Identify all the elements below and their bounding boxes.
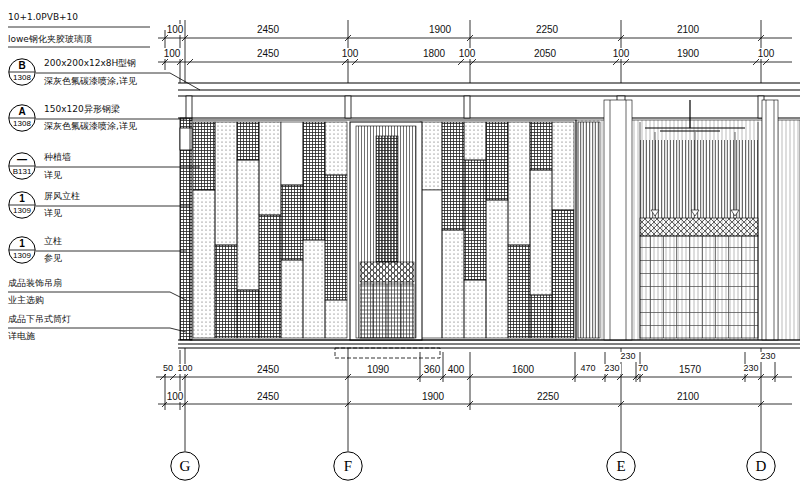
detail-callout: 1 1309 [8,191,36,219]
annotation-note: 详见 [44,209,62,219]
annotation-note: 深灰色氟碳漆喷涂,详见 [44,77,137,87]
annotation-note: 参见 [44,254,62,264]
axis-label: G [180,459,191,474]
callout-letter: 1 [19,239,25,249]
grid-axis-bubble: F [333,451,363,481]
axis-label: F [344,459,352,474]
sheet-number: 1308 [13,120,31,128]
dimension-text: 230 [759,352,776,362]
dimension-text: 1570 [678,364,702,375]
detail-callout: A 1308 [8,104,36,132]
dimension-text: 2100 [676,24,700,35]
dimension-text: 70 [637,364,649,374]
dimension-text: 1600 [511,364,535,375]
dimension-text: 100 [341,48,360,59]
annotation-note: 详见 [44,171,62,181]
dimension-text: 1900 [676,48,700,59]
callout-letter: 1 [19,194,25,204]
detail-callout: — B131 [8,152,36,180]
annotation-note: 成品下吊式筒灯 [8,315,71,325]
dimension-text: 100 [458,48,477,59]
annotation-note: 10+1.0PVB+10 [8,13,78,23]
dimension-text: 2100 [676,391,700,402]
dimension-text: 2250 [536,391,560,402]
axis-label: E [616,459,625,474]
dimension-text: 100 [176,364,193,374]
sheet-number: 1309 [13,252,31,260]
sheet-number: 1309 [13,207,31,215]
annotation-note: 详电施 [8,332,35,342]
dimension-text: 1900 [428,24,452,35]
annotation-note: 成品装饰吊扇 [8,279,62,289]
detail-callout: 1 1309 [8,236,36,264]
dimension-text: 100 [612,48,631,59]
dimension-text: 230 [619,352,636,362]
callout-letter: — [17,155,27,165]
callout-letter: A [18,107,25,117]
annotation-note: 屏风立柱 [44,192,80,202]
dimension-text: 470 [579,364,596,374]
dimension-text: 100 [163,48,182,59]
annotation-note: 200x200x12x8H型钢 [44,59,136,69]
dimension-text: 400 [447,364,466,375]
grid-axis-bubble: E [606,451,636,481]
grid-axis-bubble: D [746,451,776,481]
annotation-note: 150x120异形钢梁 [44,105,120,115]
annotation-note: 深灰色氟碳漆喷涂,详见 [44,122,137,132]
annotation-note: lowe钢化夹胶玻璃顶 [8,35,92,45]
detail-callout: B 1308 [8,58,36,86]
grid-axis-bubble: G [170,451,200,481]
dimension-text: 1900 [421,391,445,402]
callout-letter: B [18,61,25,71]
dimension-text: 1090 [366,364,390,375]
annotation-note: 种植墙 [44,153,71,163]
dimension-text: 100 [166,391,185,402]
sheet-number: 1308 [13,74,31,82]
dimension-text: 2050 [533,48,557,59]
dimension-text: 50 [162,364,174,374]
dimension-text: 1800 [422,48,446,59]
sheet-number: B131 [13,168,32,176]
dimension-text: 100 [757,48,776,59]
dimension-text: 2450 [256,48,280,59]
axis-label: D [756,459,767,474]
dimension-text: 2450 [256,364,280,375]
dimension-text: 230 [603,364,620,374]
dimension-text: 2450 [256,391,280,402]
dimension-text: 2450 [256,24,280,35]
annotation-note: 业主选购 [8,296,44,306]
dimension-text: 360 [423,364,442,375]
dimension-text: 100 [166,24,185,35]
dimension-text: 2250 [535,24,559,35]
annotation-note: 立柱 [44,237,62,247]
dimension-text: 230 [742,364,759,374]
